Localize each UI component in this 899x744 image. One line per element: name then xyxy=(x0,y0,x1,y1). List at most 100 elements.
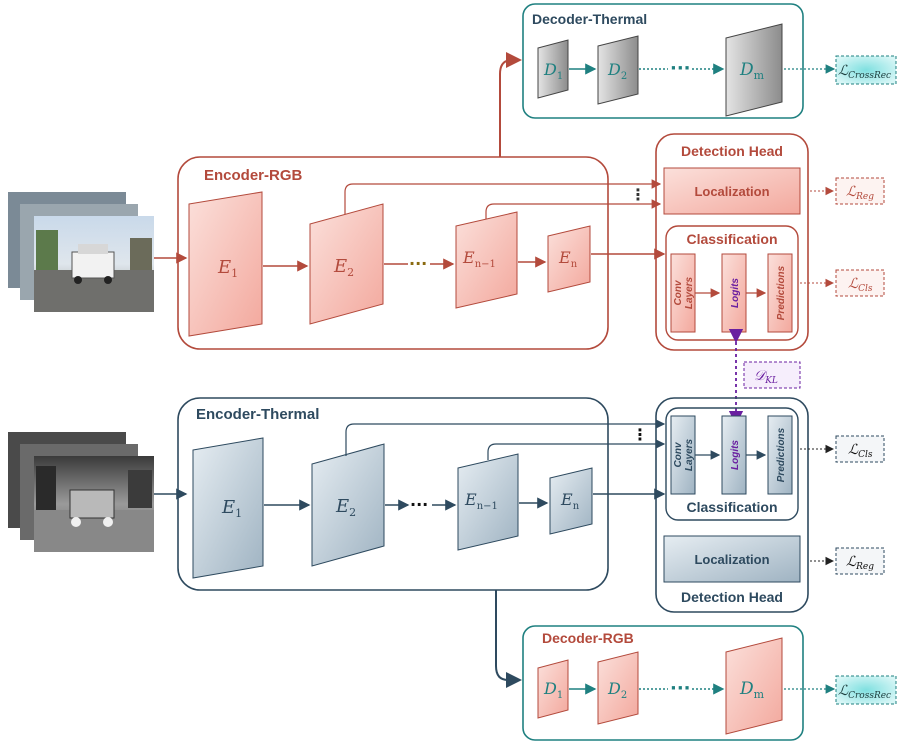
svg-text:Dm: Dm xyxy=(739,679,765,701)
encoder-thermal-title: Encoder-Thermal xyxy=(196,406,319,423)
encoder-thermal-en1-label: E xyxy=(464,490,477,509)
encoder-thermal-en-label: E xyxy=(560,490,573,509)
loss-cross-top-sub: CrossRec xyxy=(848,71,891,81)
encoder-rgb-skip-e2 xyxy=(344,179,662,214)
svg-text:ℒReg: ℒReg xyxy=(846,554,874,572)
decoder-rgb-d1-label: D xyxy=(543,679,557,698)
encoder-thermal-e1-sub: 1 xyxy=(235,507,242,520)
svg-text:ConvLayers: ConvLayers xyxy=(673,438,695,471)
encoder-rgb-e2-block xyxy=(309,203,384,325)
logits-rgb-label: Logits xyxy=(730,278,741,308)
conv-layers-thermal-label-2: Layers xyxy=(684,438,695,471)
decoder-rgb-dm-block xyxy=(725,637,783,735)
encoder-thermal-e1-label: E xyxy=(221,497,235,518)
encoder-thermal-dots: ··· xyxy=(410,495,428,514)
encoder-rgb-e2-label: E xyxy=(333,256,347,277)
svg-text:E1: E1 xyxy=(217,257,238,280)
svg-text:En: En xyxy=(558,248,578,270)
encoder-rgb-vdots: ⋮ xyxy=(630,185,646,204)
decoder-rgb-dots: ··· xyxy=(670,678,691,699)
logits-rgb-box xyxy=(721,253,747,333)
logits-thermal-label: Logits xyxy=(730,440,741,470)
decoder-rgb-d2-label: D xyxy=(607,679,621,698)
conv-layers-thermal-label-1: Conv xyxy=(673,441,684,467)
encoder-rgb-skip-en1 xyxy=(485,199,662,219)
svg-text:ConvLayers: ConvLayers xyxy=(673,276,695,309)
svg-text:Dm: Dm xyxy=(739,60,765,82)
decoder-thermal-d2-block xyxy=(597,35,639,105)
loss-reg-thermal-sym: ℒ xyxy=(846,554,857,570)
rgb-input-images xyxy=(8,192,154,312)
encoder-rgb-dots: ··· xyxy=(409,254,427,273)
predictions-thermal-label: Predictions xyxy=(776,427,787,482)
detection-head-rgb-title: Detection Head xyxy=(681,143,783,159)
loss-cross-bottom: ℒCrossRec xyxy=(835,675,897,705)
svg-text:𝒟KL: 𝒟KL xyxy=(754,368,778,386)
svg-text:ℒCls: ℒCls xyxy=(848,442,873,460)
conv-layers-rgb-label-1: Conv xyxy=(673,279,684,305)
encoder-thermal-en1-sub: n−1 xyxy=(477,501,498,512)
svg-text:En−1: En−1 xyxy=(462,248,496,270)
predictions-rgb-box xyxy=(767,253,793,333)
svg-text:D1: D1 xyxy=(543,60,563,82)
predictions-thermal-box xyxy=(767,415,793,495)
decoder-thermal-dots: ··· xyxy=(670,58,691,79)
loss-cross-top-sym: ℒ xyxy=(838,63,849,79)
svg-text:D2: D2 xyxy=(607,679,627,701)
svg-text:En−1: En−1 xyxy=(464,490,498,512)
loss-cls-rgb: ℒCls xyxy=(835,269,885,297)
detection-head-thermal-title: Detection Head xyxy=(681,589,783,605)
loss-reg-rgb-sub: Reg xyxy=(855,192,874,202)
decoder-thermal-title: Decoder-Thermal xyxy=(532,11,647,27)
svg-text:ℒCrossRec: ℒCrossRec xyxy=(838,63,891,81)
encoder-thermal-arrow-to-decoder xyxy=(495,590,522,688)
classification-thermal-label: Classification xyxy=(686,499,777,515)
decoder-thermal-d2-label: D xyxy=(607,60,621,79)
svg-text:ℒCrossRec: ℒCrossRec xyxy=(838,683,891,701)
thermal-input-images xyxy=(8,432,154,552)
loss-cross-top: ℒCrossRec xyxy=(835,55,897,85)
loss-cls-thermal: ℒCls xyxy=(835,435,885,463)
decoder-thermal-dm-sub: m xyxy=(754,69,765,82)
conv-layers-rgb-label-2: Layers xyxy=(684,276,695,309)
encoder-rgb-en-block xyxy=(547,225,591,293)
encoder-thermal-skip-e2 xyxy=(345,419,666,456)
svg-text:E2: E2 xyxy=(333,256,354,279)
classification-thermal-box xyxy=(665,407,799,521)
encoder-rgb-e1-block xyxy=(188,191,263,337)
decoder-rgb-dm-label: D xyxy=(739,679,754,699)
encoder-thermal-e2-sub: 2 xyxy=(349,506,356,519)
loss-reg-thermal: ℒReg xyxy=(835,547,885,575)
encoder-rgb-e1-label: E xyxy=(217,257,231,278)
loss-reg-thermal-sub: Reg xyxy=(855,562,874,572)
loss-reg-rgb: ℒReg xyxy=(835,177,885,205)
encoder-rgb-e1-sub: 1 xyxy=(231,267,238,280)
encoder-rgb-e2-sub: 2 xyxy=(347,266,354,279)
loss-reg-rgb-sym: ℒ xyxy=(846,184,857,200)
svg-text:E1: E1 xyxy=(221,497,242,520)
svg-text:ℒReg: ℒReg xyxy=(846,184,874,202)
encoder-thermal-e2-label: E xyxy=(335,496,349,517)
encoder-thermal-en1-block xyxy=(457,453,519,551)
encoder-thermal-skip-en1 xyxy=(487,439,666,460)
encoder-rgb-en1-block xyxy=(455,211,518,309)
decoder-rgb-box xyxy=(522,625,804,741)
localization-thermal-label: Localization xyxy=(694,552,769,567)
svg-text:D2: D2 xyxy=(607,60,627,82)
loss-kl-sub: KL xyxy=(764,376,778,386)
encoder-rgb-en1-label: E xyxy=(462,248,475,267)
conv-layers-rgb-box xyxy=(670,253,696,333)
encoder-rgb-en1-sub: n−1 xyxy=(475,259,496,270)
decoder-rgb-d2-block xyxy=(597,651,639,725)
svg-text:E2: E2 xyxy=(335,496,356,519)
decoder-thermal-box xyxy=(522,3,804,119)
decoder-thermal-dm-label: D xyxy=(739,60,754,80)
localization-rgb-label: Localization xyxy=(694,184,769,199)
loss-cls-thermal-sub: Cls xyxy=(858,450,873,460)
svg-text:ℒCls: ℒCls xyxy=(848,276,873,294)
encoder-rgb-en-label: E xyxy=(558,248,571,267)
decoder-rgb-d2-sub: 2 xyxy=(621,690,627,701)
detection-head-thermal-box xyxy=(655,397,809,613)
encoder-rgb-title: Encoder-RGB xyxy=(204,167,303,184)
